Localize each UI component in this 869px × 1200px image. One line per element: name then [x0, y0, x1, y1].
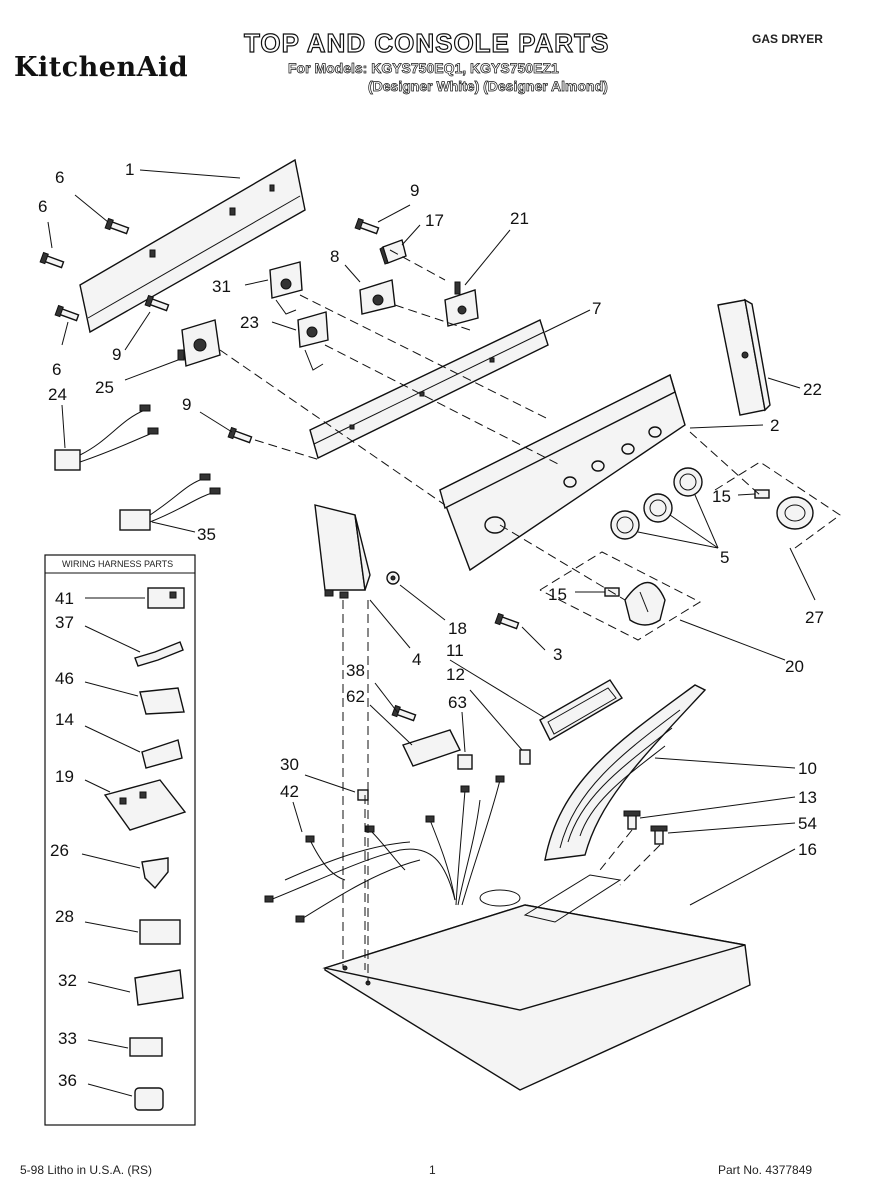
- callout-16: 16: [798, 840, 817, 859]
- part-22-end-cap: [717, 298, 771, 416]
- footer-part-number: Part No. 4377849: [718, 1163, 813, 1177]
- callout-6: 6: [38, 197, 47, 216]
- part-16-top: [322, 874, 751, 1091]
- callout-4: 4: [412, 650, 421, 669]
- callout-9: 9: [182, 395, 191, 414]
- callout-18: 18: [448, 619, 467, 638]
- harness-item-28: 28: [55, 907, 74, 926]
- callout-10: 10: [798, 759, 817, 778]
- part-17-connector: [379, 239, 407, 265]
- callout-labels: 1 6 6 6 9 17 21 8 31 7 23 9 25 24 9 22 2…: [38, 160, 824, 859]
- part-5-knobs: [610, 467, 703, 540]
- callout-38: 38: [346, 661, 365, 680]
- part-2-console: [439, 373, 686, 572]
- part-21-switch: [444, 281, 479, 327]
- part-27-knob: [754, 489, 814, 530]
- callout-35: 35: [197, 525, 216, 544]
- part-54-screw: [650, 825, 668, 845]
- screw-6-group: [39, 217, 130, 322]
- callout-6: 6: [55, 168, 64, 187]
- callout-20: 20: [785, 657, 804, 676]
- callout-3: 3: [553, 645, 562, 664]
- part-20-knob: [604, 582, 666, 626]
- part-4-side-bracket: [314, 504, 371, 599]
- callout-22: 22: [803, 380, 822, 399]
- assembly-lines: [219, 249, 841, 983]
- part-38-screw: [391, 704, 417, 722]
- part-8-switch: [359, 279, 396, 315]
- part-31-switch: [269, 261, 303, 315]
- screw-9-group: [144, 217, 380, 444]
- part-10-lint-screen: [544, 684, 707, 861]
- harness-item-37: 37: [55, 613, 74, 632]
- callout-8: 8: [330, 247, 339, 266]
- harness-item-36: 36: [58, 1071, 77, 1090]
- wiring-harness-box: WIRING HARNESS PARTS 41 37 46 14 19 26 2…: [44, 554, 196, 1126]
- part-25-timer: [177, 319, 221, 367]
- callout-11: 11: [446, 641, 464, 660]
- callout-6: 6: [52, 360, 61, 379]
- callout-21: 21: [510, 209, 529, 228]
- part-7-bracket: [309, 319, 549, 459]
- part-18-screw: [386, 571, 400, 585]
- part-12-clip: [519, 749, 531, 765]
- callout-24: 24: [48, 385, 67, 404]
- callout-30: 30: [280, 755, 299, 774]
- page-title: TOP AND CONSOLE PARTS: [243, 27, 610, 58]
- variants-line: (Designer White) (Designer Almond): [368, 78, 609, 95]
- part-62-bracket: [402, 729, 461, 767]
- callout-42: 42: [280, 782, 299, 801]
- callout-15: 15: [548, 585, 567, 604]
- harness-box-title: WIRING HARNESS PARTS: [62, 559, 173, 569]
- harness-item-19: 19: [55, 767, 74, 786]
- harness-item-32: 32: [58, 971, 77, 990]
- callout-7: 7: [592, 299, 601, 318]
- brand-logo: KitchenAid: [14, 52, 189, 83]
- callout-23: 23: [240, 313, 259, 332]
- harness-item-33: 33: [58, 1029, 77, 1048]
- footer-litho: 5-98 Litho in U.S.A. (RS): [20, 1163, 153, 1177]
- part-3-screw: [494, 612, 520, 630]
- callout-12: 12: [446, 665, 465, 684]
- part-30-clip: [357, 789, 369, 801]
- leader-lines: [47, 169, 816, 906]
- callout-27: 27: [805, 608, 824, 627]
- callout-9: 9: [410, 181, 419, 200]
- callout-54: 54: [798, 814, 817, 833]
- part-11-glass: [539, 679, 623, 741]
- callout-25: 25: [95, 378, 114, 397]
- footer-page-number: 1: [429, 1163, 436, 1177]
- callout-17: 17: [425, 211, 444, 230]
- part-23-switch: [297, 311, 329, 371]
- part-63-connector: [457, 754, 473, 770]
- callout-9: 9: [112, 345, 121, 364]
- callout-62: 62: [346, 687, 365, 706]
- part-35-harness: [119, 473, 221, 531]
- callout-5: 5: [720, 548, 729, 567]
- part-1-rear-panel: [79, 158, 306, 334]
- harness-item-46: 46: [55, 669, 74, 688]
- dryer-type-label: GAS DRYER: [752, 32, 823, 46]
- models-line: For Models: KGYS750EQ1, KGYS750EZ1: [288, 60, 559, 77]
- callout-63: 63: [448, 693, 467, 712]
- part-42-main-harness: [264, 775, 505, 923]
- part-24-harness: [54, 404, 159, 471]
- part-13-screw: [623, 810, 641, 830]
- harness-item-41: 41: [55, 589, 74, 608]
- harness-item-14: 14: [55, 710, 74, 729]
- callout-31: 31: [212, 277, 231, 296]
- callout-1: 1: [125, 160, 134, 179]
- callout-2: 2: [770, 416, 779, 435]
- callout-13: 13: [798, 788, 817, 807]
- harness-item-26: 26: [50, 841, 69, 860]
- callout-15: 15: [712, 487, 731, 506]
